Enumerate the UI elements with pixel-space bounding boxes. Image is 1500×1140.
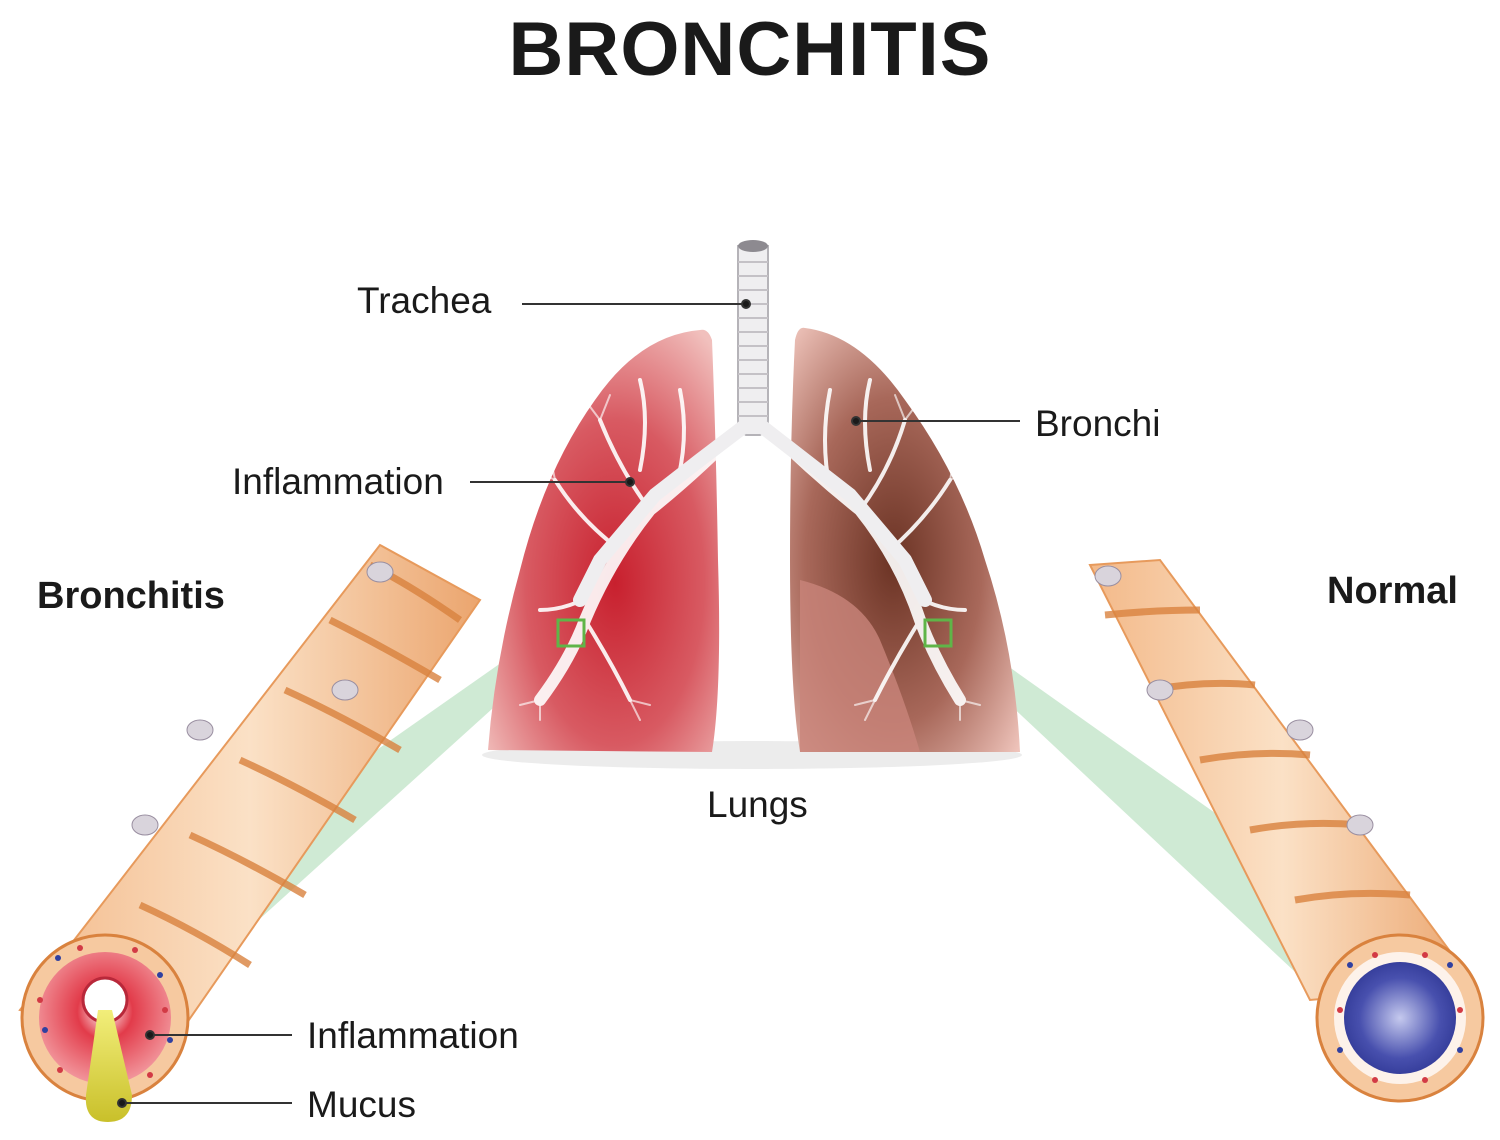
label-inflammation-lung: Inflammation [232, 461, 444, 502]
zoom-box-left [556, 618, 586, 648]
mucus-drop [85, 1010, 132, 1122]
label-normal: Normal [1327, 570, 1458, 612]
label-mucus: Mucus [307, 1084, 416, 1125]
label-bronchi: Bronchi [1035, 403, 1161, 444]
trachea [573, 240, 932, 607]
zoom-box-right [923, 618, 953, 648]
right-lung-lower-lobe [800, 580, 920, 752]
leader-lines [117, 299, 1020, 1108]
label-lungs: Lungs [707, 784, 808, 825]
left-lung-inflamed [488, 329, 720, 752]
label-trachea: Trachea [357, 280, 492, 321]
normal-cross-section [1315, 933, 1485, 1103]
page-title: BRONCHITIS [508, 7, 992, 92]
bronchitis-bronchus-tube [18, 543, 482, 1042]
label-bronchitis: Bronchitis [37, 575, 225, 617]
label-inflammation-tube: Inflammation [307, 1015, 519, 1056]
